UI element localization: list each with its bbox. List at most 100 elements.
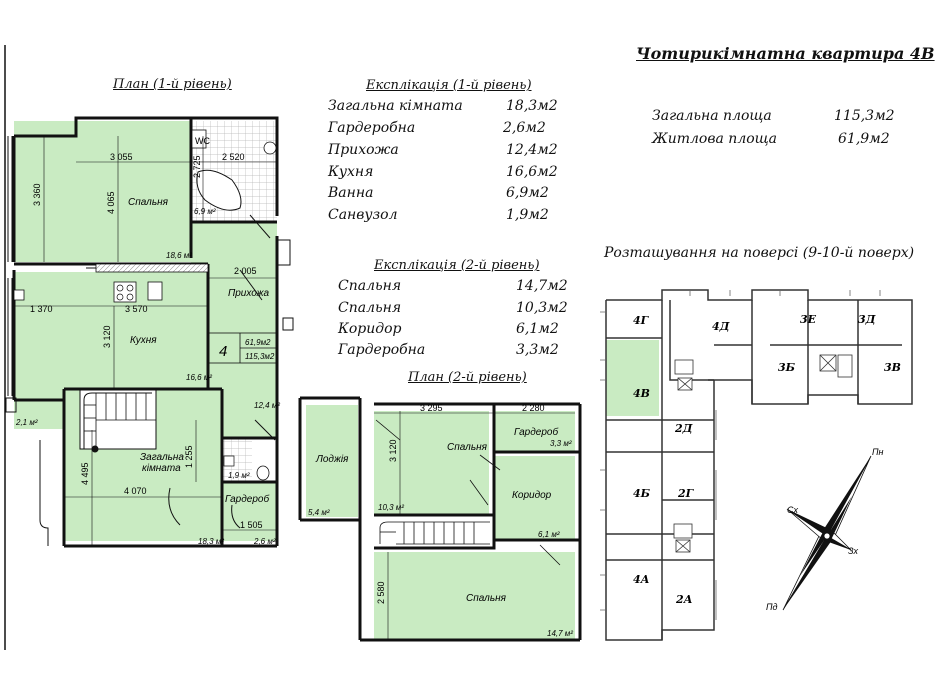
area-label: 10,3 м² <box>378 503 404 512</box>
expl1-name: Ванна <box>328 185 374 201</box>
bedroom-fill <box>14 121 191 262</box>
room-label: Загальна <box>140 452 184 463</box>
expl1-name: Прихожа <box>328 142 399 158</box>
expl2-value: 6,1м2 <box>516 321 559 337</box>
unit-label: 2Д <box>674 422 693 435</box>
area-label: 6,9 м² <box>194 207 216 216</box>
unit-label: 4А <box>633 573 650 586</box>
area-label: 6,1 м² <box>538 530 560 539</box>
unit-label: 2Г <box>677 487 695 500</box>
dim-label: 4 070 <box>124 486 147 496</box>
compass-west: Сх <box>787 505 798 515</box>
expl1-name: Загальна кімната <box>328 98 463 114</box>
room-label: Прихожа <box>228 288 269 299</box>
expl2-name: Спальня <box>338 278 402 294</box>
expl2-value: 10,3м2 <box>516 300 568 316</box>
area-label: 16,6 м² <box>186 373 212 382</box>
washbasin-icon <box>263 141 277 155</box>
compass-north: Пн <box>872 447 884 457</box>
dim-label: 3 570 <box>125 304 148 314</box>
expl1-name: Кухня <box>328 164 374 180</box>
sink-icon <box>147 281 163 301</box>
expl2-heading: Експлікація (2-й рівень) <box>374 258 540 273</box>
area-label: 1,9 м² <box>228 471 250 480</box>
area-label: 3,3 м² <box>550 439 572 448</box>
expl1-value: 18,3м2 <box>506 98 558 114</box>
area-label: 18,6 м² <box>166 251 192 260</box>
area-label: 2,6 м² <box>253 537 276 546</box>
area-label: 5,4 м² <box>308 508 330 517</box>
kitchen-fill <box>14 272 208 389</box>
room-label: Спальня <box>466 593 507 604</box>
unit-label: 4Д <box>712 320 730 333</box>
dim-label: 1 255 <box>184 445 194 468</box>
wardrobe-fill <box>222 482 277 541</box>
toilet-icon <box>191 129 207 149</box>
floor-location-plan: 4Г 4Д 3Е 3Д 3Б 3В 4В 2Д 4Б 2Г 4А 2А <box>600 289 913 641</box>
dim-label: 2 005 <box>234 266 257 276</box>
stove-icon <box>113 281 137 303</box>
wardrobe2-fill <box>494 411 575 451</box>
dim-label: 3 295 <box>420 403 443 413</box>
expl1-value: 1,9м2 <box>506 207 549 223</box>
compass-south: Пд <box>766 602 778 612</box>
plan-level-2: 3 295 2 280 3 120 2 580 Лоджія 5,4 м² Сп… <box>298 396 582 642</box>
dim-label: 3 120 <box>102 325 112 348</box>
dim-label: 2 280 <box>522 403 545 413</box>
room-label: Спальня <box>128 197 169 208</box>
kitchen-counter <box>95 263 209 273</box>
area-label: 12,4 м² <box>254 401 280 410</box>
expl1-value: 16,6м2 <box>506 164 558 180</box>
dim-label: 1 505 <box>240 520 263 530</box>
dim-label: 3 360 <box>32 183 42 206</box>
room-label: Кухня <box>130 335 157 346</box>
apartment-living-area: 61,9м2 <box>245 338 271 347</box>
total-area-value: 115,3м2 <box>834 108 895 124</box>
unit-label: 3Д <box>858 313 876 326</box>
plan-level-1: 3 055 2 520 3 360 4 065 2 725 2 005 1 37… <box>5 116 294 548</box>
room-label: Спальня <box>447 442 488 453</box>
expl1-value: 2,6м2 <box>503 120 546 136</box>
apartment-number: 4 <box>219 343 227 360</box>
stair-corner-fill <box>14 389 66 429</box>
living-area-label: Житлова площа <box>652 131 778 147</box>
expl1-name: Санвузол <box>328 207 398 223</box>
wc-label: WC <box>195 136 210 146</box>
dim-label: 4 495 <box>80 462 90 485</box>
corridor-fill <box>494 456 575 540</box>
area-label: 2,1 м² <box>15 418 38 427</box>
expl2-value: 14,7м2 <box>516 278 568 294</box>
plan1-heading: План (1-й рівень) <box>113 77 232 92</box>
total-area-label: Загальна площа <box>652 108 772 124</box>
dim-label: 3 055 <box>110 152 133 162</box>
unit-label: 2А <box>675 593 693 606</box>
dim-label: 2 520 <box>222 152 245 162</box>
unit-label: 3Б <box>778 361 796 374</box>
expl2-name: Коридор <box>338 321 402 337</box>
room-label: Гардероб <box>514 426 558 438</box>
expl2-name: Спальня <box>338 300 402 316</box>
stair-level-1 <box>79 388 157 453</box>
bedroom2-fill <box>374 552 575 639</box>
room-label: Коридор <box>512 490 552 501</box>
dim-label: 1 370 <box>30 304 53 314</box>
expl2-value: 3,3м2 <box>516 342 559 358</box>
bedroom1-fill <box>374 411 489 514</box>
dim-label: 2 580 <box>376 581 386 604</box>
expl2-name: Гардеробна <box>338 342 426 358</box>
plan2-heading: План (2-й рівень) <box>408 370 527 385</box>
stair-level-2 <box>379 521 490 545</box>
dim-label: 4 065 <box>106 191 116 214</box>
compass-rose-icon: Пн Пд Сх Зх <box>766 447 884 612</box>
dim-label: 2 725 <box>192 155 202 178</box>
loggia-fill <box>306 405 358 517</box>
unit-label: 3В <box>884 361 901 374</box>
expl1-heading: Експлікація (1-й рівень) <box>366 78 532 93</box>
room-label: Гардероб <box>225 493 269 505</box>
unit-4b-highlight <box>606 340 659 416</box>
location-heading: Розташування на поверсі (9-10-й поверх) <box>604 245 915 261</box>
page-title: Чотирикімнатна квартира 4В <box>636 44 935 63</box>
unit-label: 3Е <box>800 313 817 326</box>
bathtub-icon <box>196 169 242 211</box>
